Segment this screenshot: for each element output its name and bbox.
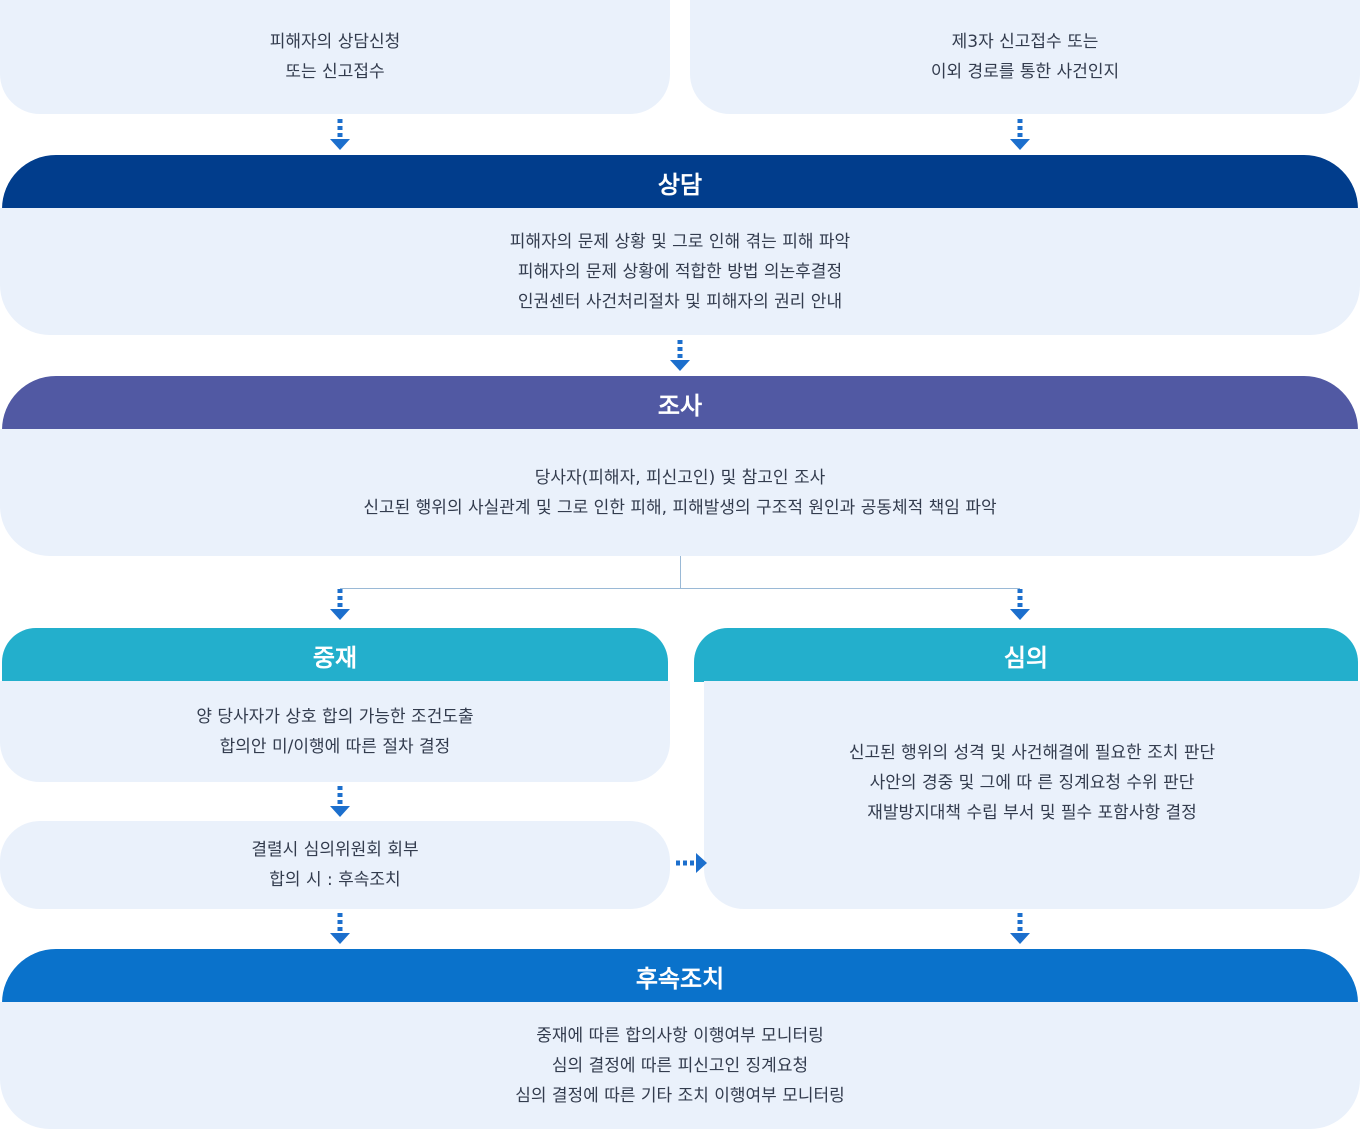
counsel-line: 피해자의 문제 상황 및 그로 인해 겪는 피해 파악 [509,231,851,252]
counsel-header: 상담 [2,155,1358,209]
followup-body: 중재에 따른 합의사항 이행여부 모니터링 심의 결정에 따른 피신고인 징계요… [0,1002,1360,1129]
mediation-header: 중재 [2,628,668,682]
down-arrow-icon [330,786,350,817]
followup-title: 후속조치 [635,964,725,993]
followup-line: 심의 결정에 따른 피신고인 징계요청 [551,1055,809,1076]
branch-connector-vertical [680,556,681,589]
review-body: 신고된 행위의 성격 및 사건해결에 필요한 조치 판단 사안의 경중 및 그에… [704,681,1360,909]
mediation-line: 양 당사자가 상호 합의 가능한 조건도출 [196,706,474,727]
counsel-title: 상담 [657,170,703,199]
mediation-title: 중재 [312,643,358,672]
review-line: 사안의 경중 및 그에 따 른 징계요청 수위 판단 [869,773,1195,793]
counsel-body: 피해자의 문제 상황 및 그로 인해 겪는 피해 파악 피해자의 문제 상황에 … [0,208,1360,335]
investigation-line: 신고된 행위의 사실관계 및 그로 인한 피해, 피해발생의 구조적 원인과 공… [363,497,997,518]
review-header: 심의 [694,628,1358,682]
source-thirdparty-line: 이외 경로를 통한 사건인지 [930,62,1120,82]
mediation-body: 양 당사자가 상호 합의 가능한 조건도출 합의안 미/이행에 따른 절차 결정 [0,681,670,782]
down-arrow-icon [1010,913,1030,944]
down-arrow-icon [330,119,350,150]
source-thirdparty-line: 제3자 신고접수 또는 [951,32,1099,52]
down-arrow-icon [1010,589,1030,620]
counsel-line: 피해자의 문제 상황에 적합한 방법 의논후결정 [517,261,843,282]
down-arrow-icon [330,913,350,944]
investigation-header: 조사 [2,376,1358,430]
followup-line: 중재에 따른 합의사항 이행여부 모니터링 [536,1025,824,1046]
mediation-result-box: 결렬시 심의위원회 회부 합의 시 : 후속조치 [0,821,670,909]
investigation-body: 당사자(피해자, 피신고인) 및 참고인 조사 신고된 행위의 사실관계 및 그… [0,429,1360,556]
review-line: 신고된 행위의 성격 및 사건해결에 필요한 조치 판단 [848,743,1216,763]
mediation-line: 합의안 미/이행에 따른 절차 결정 [219,736,451,757]
source-thirdparty-box: 제3자 신고접수 또는 이외 경로를 통한 사건인지 [690,0,1360,114]
branch-connector-horizontal [340,588,1020,589]
investigation-title: 조사 [657,391,703,420]
source-victim-line: 또는 신고접수 [285,62,385,82]
review-title: 심의 [1003,643,1049,672]
down-arrow-icon [670,340,690,371]
investigation-line: 당사자(피해자, 피신고인) 및 참고인 조사 [534,467,826,488]
down-arrow-icon [1010,119,1030,150]
mediation-result-line: 합의 시 : 후속조치 [269,870,401,890]
down-arrow-icon [330,589,350,620]
followup-header: 후속조치 [2,949,1358,1003]
followup-line: 심의 결정에 따른 기타 조치 이행여부 모니터링 [515,1085,845,1106]
right-arrow-icon [676,853,707,873]
source-victim-line: 피해자의 상담신청 [269,32,401,52]
mediation-result-line: 결렬시 심의위원회 회부 [251,840,419,860]
review-line: 재발방지대책 수립 부서 및 필수 포함사항 결정 [867,803,1197,823]
source-victim-box: 피해자의 상담신청 또는 신고접수 [0,0,670,114]
counsel-line: 인권센터 사건처리절차 및 피해자의 권리 안내 [517,291,843,312]
